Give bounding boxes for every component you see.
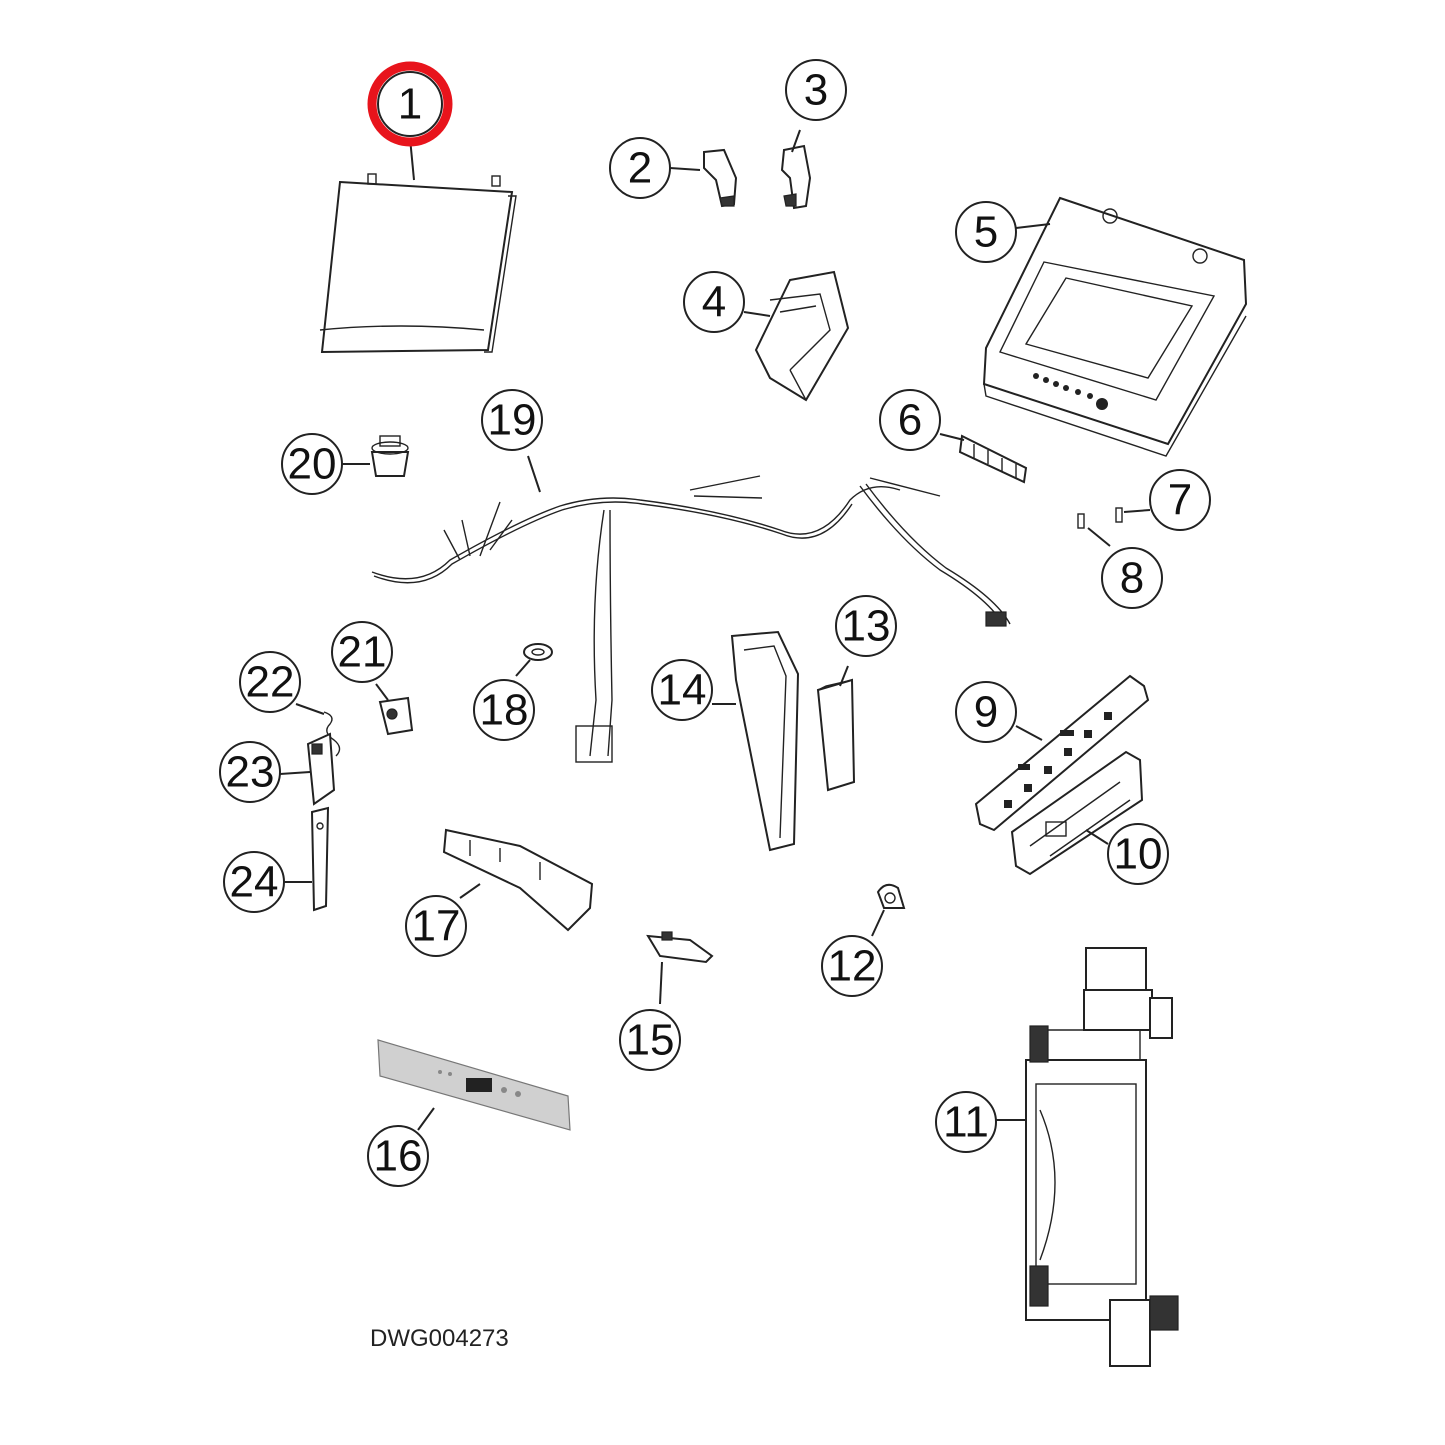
part-11-motor-assembly[interactable]	[1025, 947, 1179, 1367]
callout-4[interactable]: 4	[683, 271, 745, 333]
callout-10[interactable]: 10	[1107, 823, 1169, 885]
callout-3-label: 3	[804, 66, 828, 115]
callout-5-label: 5	[974, 208, 998, 257]
part-15-switch[interactable]	[646, 931, 714, 964]
callout-1-label: 1	[398, 80, 422, 129]
callout-17-label: 17	[412, 902, 461, 951]
callout-12[interactable]: 12	[821, 935, 883, 997]
part-23-latch[interactable]	[306, 732, 336, 806]
part-21-lid-switch[interactable]	[378, 696, 414, 736]
callout-23-label: 23	[226, 748, 275, 797]
part-14-housing[interactable]	[730, 630, 800, 852]
callout-21-label: 21	[338, 628, 387, 677]
callout-13-label: 13	[842, 602, 891, 651]
callout-11-label: 11	[943, 1098, 989, 1147]
callout-15[interactable]: 15	[619, 1009, 681, 1071]
part-16-panel-decal[interactable]	[377, 1039, 571, 1131]
callout-15-label: 15	[626, 1016, 675, 1065]
callout-1[interactable]: 1	[377, 71, 443, 137]
callout-24[interactable]: 24	[223, 851, 285, 913]
callout-3[interactable]: 3	[785, 59, 847, 121]
part-22-spring[interactable]	[323, 711, 341, 757]
callout-20[interactable]: 20	[281, 433, 343, 495]
part-20-pressure-sensor[interactable]	[370, 435, 410, 477]
part-17-plate[interactable]	[442, 828, 594, 932]
callout-17[interactable]: 17	[405, 895, 467, 957]
callout-16[interactable]: 16	[367, 1125, 429, 1187]
callout-13[interactable]: 13	[835, 595, 897, 657]
callout-16-label: 16	[374, 1132, 423, 1181]
callout-20-label: 20	[288, 440, 337, 489]
callout-6[interactable]: 6	[879, 389, 941, 451]
part-5-top-cover[interactable]	[982, 196, 1248, 457]
callout-10-label: 10	[1114, 830, 1163, 879]
callout-18-label: 18	[480, 686, 529, 735]
callout-7[interactable]: 7	[1149, 469, 1211, 531]
callout-11[interactable]: 11	[935, 1091, 997, 1153]
part-4-dispenser[interactable]	[754, 270, 850, 402]
callout-14-label: 14	[658, 666, 707, 715]
part-19-wiring-harness[interactable]	[371, 475, 1011, 763]
callout-22-label: 22	[246, 658, 295, 707]
callout-4-label: 4	[702, 278, 726, 327]
callout-5[interactable]: 5	[955, 201, 1017, 263]
callout-23[interactable]: 23	[219, 741, 281, 803]
callout-2[interactable]: 2	[609, 137, 671, 199]
callout-9[interactable]: 9	[955, 681, 1017, 743]
callout-18[interactable]: 18	[473, 679, 535, 741]
drawing-number: DWG004273	[370, 1325, 509, 1352]
callout-21[interactable]: 21	[331, 621, 393, 683]
part-13-channel[interactable]	[816, 678, 856, 792]
callout-19[interactable]: 19	[481, 389, 543, 451]
part-7-clip[interactable]	[1115, 507, 1123, 523]
part-18-ring[interactable]	[523, 643, 553, 661]
part-6-bracket[interactable]	[958, 434, 1028, 484]
part-8-clip[interactable]	[1077, 513, 1085, 529]
part-1-lid[interactable]	[319, 173, 517, 354]
callout-12-label: 12	[828, 942, 877, 991]
callout-14[interactable]: 14	[651, 659, 713, 721]
part-3-hinge[interactable]	[780, 144, 812, 210]
callout-2-label: 2	[628, 144, 652, 193]
part-12-small-part[interactable]	[876, 883, 906, 909]
part-2-hinge[interactable]	[703, 148, 738, 208]
part-24-strip[interactable]	[310, 806, 330, 912]
callout-6-label: 6	[898, 396, 922, 445]
leader-lines	[279, 129, 1151, 1131]
callout-8-label: 8	[1120, 554, 1144, 603]
part-9-pcb[interactable]	[974, 674, 1150, 832]
part-10-control-housing[interactable]	[1010, 750, 1144, 876]
callout-19-label: 19	[488, 396, 537, 445]
callout-9-label: 9	[974, 688, 998, 737]
highlight-ring	[367, 61, 453, 147]
callout-8[interactable]: 8	[1101, 547, 1163, 609]
callout-22[interactable]: 22	[239, 651, 301, 713]
callout-7-label: 7	[1168, 476, 1192, 525]
callout-24-label: 24	[230, 858, 279, 907]
